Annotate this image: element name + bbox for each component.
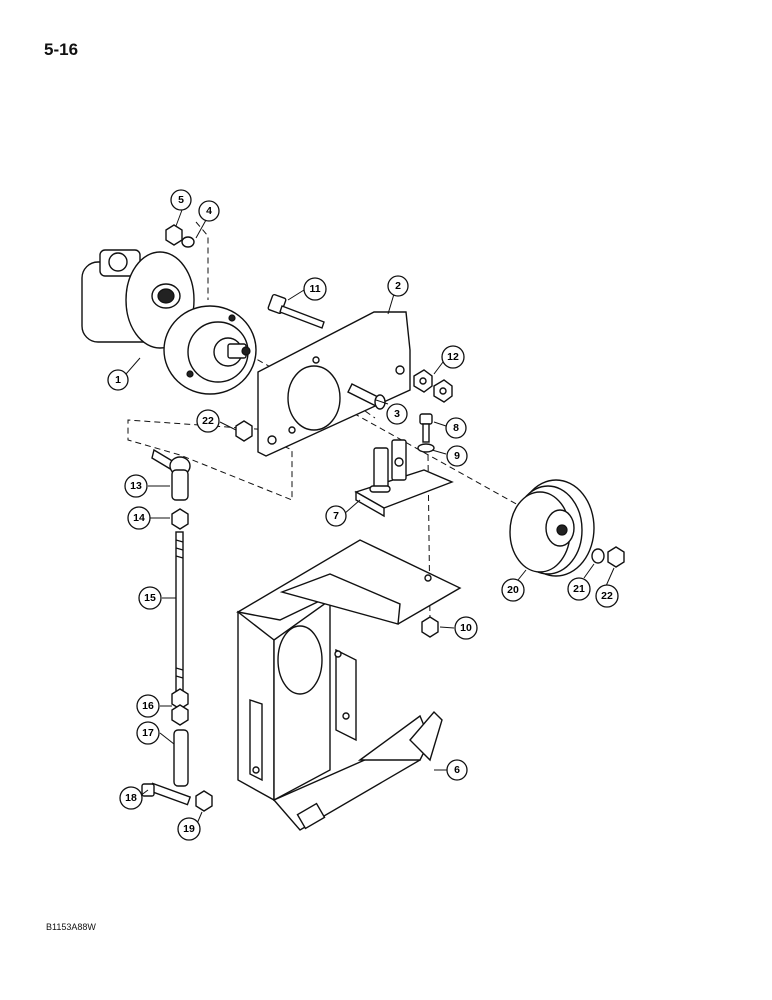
callout-6: 6: [446, 759, 468, 781]
callout-9: 9: [446, 445, 468, 467]
svg-text:7: 7: [333, 510, 339, 522]
callout-15: 15: [138, 586, 162, 610]
svg-text:3: 3: [394, 408, 400, 420]
callout-11: 11: [303, 277, 327, 301]
hydraulic-pump: [81, 249, 257, 395]
callout-4: 4: [198, 200, 220, 222]
callout-20: 20: [501, 578, 525, 602]
svg-text:14: 14: [133, 512, 145, 524]
svg-text:4: 4: [206, 205, 212, 217]
svg-text:16: 16: [142, 700, 154, 712]
svg-text:13: 13: [130, 480, 142, 492]
callout-18: 18: [119, 786, 143, 810]
bracket: [354, 439, 454, 518]
callout-8: 8: [445, 417, 467, 439]
svg-text:18: 18: [125, 792, 137, 804]
page-number: 5-16: [44, 40, 79, 59]
callout-1: 1: [107, 369, 129, 391]
pulley: [509, 479, 595, 577]
bolt-11: [267, 293, 325, 329]
main-frame: [236, 539, 462, 831]
svg-text:19: 19: [183, 823, 195, 835]
svg-text:22: 22: [202, 415, 214, 427]
svg-text:6: 6: [454, 764, 460, 776]
nut-and-washer-top: [165, 224, 195, 248]
callout-16: 16: [136, 694, 160, 718]
svg-text:22: 22: [601, 590, 613, 602]
figure-code: B1153A88W: [46, 922, 96, 932]
svg-text:21: 21: [573, 583, 585, 595]
callout-19: 19: [177, 817, 201, 841]
svg-text:20: 20: [507, 584, 519, 596]
callout-17: 17: [136, 721, 160, 745]
callout-12: 12: [441, 345, 465, 369]
svg-text:17: 17: [142, 727, 154, 739]
svg-text:12: 12: [447, 351, 459, 363]
mounting-plate: [257, 311, 411, 457]
callout-14: 14: [127, 506, 151, 530]
svg-text:2: 2: [395, 280, 401, 292]
callout-13: 13: [124, 474, 148, 498]
washer-21-nut-22: [591, 546, 625, 568]
callout-3: 3: [386, 403, 408, 425]
callout-7: 7: [325, 505, 347, 527]
bolt-8-washer-9: [417, 413, 435, 453]
svg-text:15: 15: [144, 592, 156, 604]
svg-text:1: 1: [115, 374, 121, 386]
callout-22-left: 22: [196, 409, 220, 433]
callout-21: 21: [567, 577, 591, 601]
callout-5: 5: [170, 189, 192, 211]
svg-text:11: 11: [309, 283, 320, 295]
svg-text:10: 10: [460, 622, 472, 634]
svg-text:8: 8: [453, 422, 459, 434]
callout-10: 10: [454, 616, 478, 640]
bolt-3: [347, 383, 386, 410]
nut-22-plate: [235, 420, 253, 442]
svg-text:9: 9: [454, 450, 460, 462]
svg-text:5: 5: [178, 194, 184, 206]
callout-2: 2: [387, 275, 409, 297]
callout-22-right: 22: [595, 584, 619, 608]
linkage-assembly: [141, 448, 213, 812]
nut-10: [421, 616, 439, 638]
nuts-12: [413, 369, 453, 403]
